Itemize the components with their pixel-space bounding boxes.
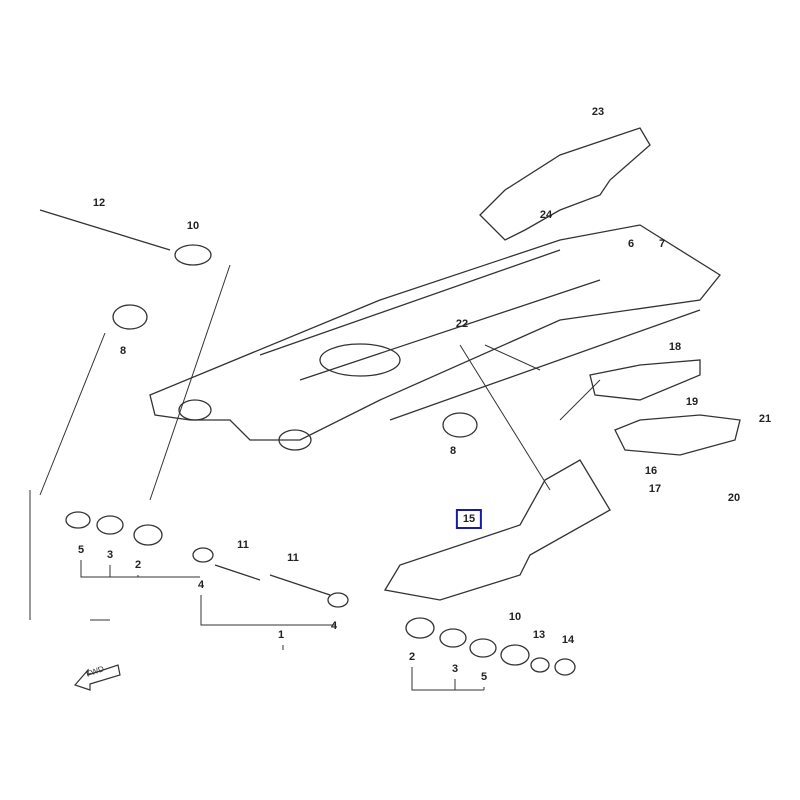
part-label: 18	[668, 341, 682, 353]
part-label: 22	[455, 318, 469, 330]
part-label: 19	[685, 396, 699, 408]
highlighted-part-label: 15	[455, 509, 483, 529]
swingarm	[149, 224, 721, 441]
bracket-19	[614, 414, 741, 456]
part-label: 11	[287, 552, 299, 564]
part-label: 14	[561, 634, 575, 646]
part-label: 8	[449, 445, 457, 457]
part-label: 3	[106, 549, 114, 561]
part-label: 2	[408, 651, 416, 663]
part-label: 5	[77, 544, 85, 556]
part-label: 8	[119, 345, 127, 357]
part-label: 10	[508, 611, 522, 623]
part-label: 5	[480, 671, 488, 683]
part-label: 17	[648, 483, 662, 495]
part-label: 6	[627, 238, 635, 250]
part-label: 13	[532, 629, 546, 641]
part-label: 11	[237, 539, 249, 551]
part-label: 10	[186, 220, 200, 232]
part-label: 1	[277, 629, 285, 641]
part-label: 20	[727, 492, 741, 504]
part-label: 24	[539, 209, 553, 221]
part-label: 2	[134, 559, 142, 571]
chain-guide	[383, 459, 611, 601]
part-label: 3	[451, 663, 459, 675]
part-label: 4	[197, 579, 205, 591]
part-label: 4	[330, 620, 338, 632]
part-label: 21	[758, 413, 772, 425]
part-label: 23	[591, 106, 605, 118]
chain-cover	[479, 127, 651, 241]
part-label: 7	[658, 238, 666, 250]
part-label: 12	[92, 197, 106, 209]
bracket-18	[589, 359, 701, 401]
part-label: 16	[644, 465, 658, 477]
fwd-arrow	[73, 664, 121, 691]
pivot-shaft	[39, 209, 171, 251]
